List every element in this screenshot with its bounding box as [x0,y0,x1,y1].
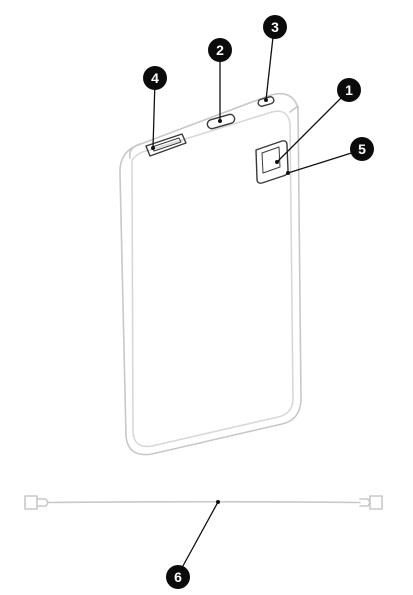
leader-line-4 [152,79,156,149]
callout-badge-1: 1 [337,78,361,102]
cable-right-plug [369,495,383,510]
cable-right-head [359,498,371,507]
power-bank-top-face [128,105,300,159]
leader-dot-3 [264,98,268,102]
callout-label-5: 5 [358,141,366,157]
indicator-port [257,96,275,107]
callout-badge-3: 3 [263,15,287,39]
leader-line-1 [276,90,349,163]
callout-label-1: 1 [345,82,353,98]
cable-left-head [36,498,49,507]
leader-line-5 [287,149,362,174]
callout-badge-2: 2 [208,38,232,62]
leader-line-3 [265,27,275,101]
callout-badge-5: 5 [350,137,374,161]
callout-badge-4: 4 [143,66,167,90]
leader-dot-1 [275,160,279,164]
callout-label-4: 4 [151,70,159,86]
callout-label-3: 3 [271,19,279,35]
leader-dot-5 [286,171,290,175]
power-bank-body [119,92,302,456]
callout-label-6: 6 [174,569,182,585]
leader-dot-4 [151,146,155,150]
power-button [255,140,289,184]
cable-left-plug [24,495,38,510]
callout-badge-6: 6 [166,565,190,589]
leader-dot-6 [216,500,220,504]
power-bank-outline [119,92,302,456]
leader-line-6 [177,501,219,576]
usb-cable [24,495,383,510]
leader-dot-2 [218,119,222,123]
power-bank-front-edge [131,110,294,448]
cable-wire [47,500,361,504]
leader-lines [151,27,362,576]
callout-label-2: 2 [216,42,224,58]
